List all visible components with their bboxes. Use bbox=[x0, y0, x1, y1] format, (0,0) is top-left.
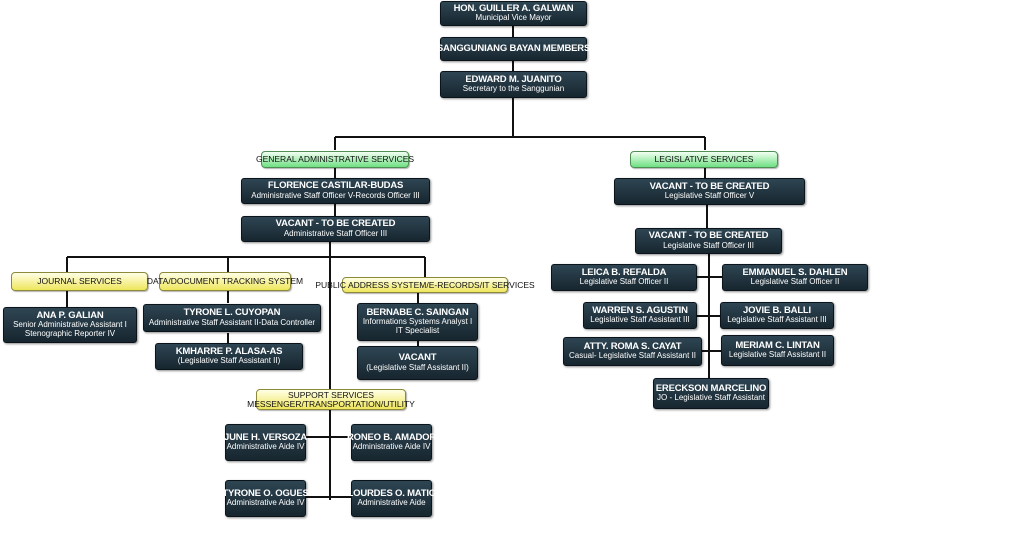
position-title: Legislative Staff Assistant III bbox=[590, 315, 690, 325]
journal-services-header: JOURNAL SERVICES bbox=[11, 272, 148, 291]
leg-officer-iii-box: VACANT - TO BE CREATED Legislative Staff… bbox=[635, 228, 782, 254]
position-title: Secretary to the Sanggunian bbox=[462, 84, 565, 94]
position-title: IT Specialist bbox=[395, 326, 440, 336]
person-name: ERECKSON MARCELINO bbox=[655, 382, 767, 394]
position-title: Legislative Staff Assistant II bbox=[728, 350, 827, 360]
person-name: ATTY. ROMA S. CAYAT bbox=[583, 340, 682, 352]
header-label: SUPPORT SERVICES bbox=[288, 389, 374, 400]
person-name: RONEO B. AMADOR bbox=[347, 431, 437, 443]
tracking-staff-1-box: TYRONE L. CUYOPAN Administrative Staff A… bbox=[143, 304, 321, 332]
leg-staff-4-box: JOVIE B. BALLI Legislative Staff Assista… bbox=[720, 302, 834, 329]
pa-staff-1-box: BERNABE C. SAINGAN Informations Systems … bbox=[357, 303, 478, 341]
support-aide-2-box: RONEO B. AMADOR Administrative Aide IV bbox=[347, 424, 436, 461]
position-title: Administrative Aide IV bbox=[352, 442, 431, 452]
position-title: Administrative Aide bbox=[357, 498, 426, 508]
position-title: Casual- Legislative Staff Assistant II bbox=[568, 351, 697, 361]
support-services-header: SUPPORT SERVICES MESSENGER/TRANSPORTATIO… bbox=[247, 389, 415, 410]
position-title: JO - Legislative Staff Assistant bbox=[657, 393, 765, 403]
admin-officer-iii-box: VACANT - TO BE CREATED Administrative St… bbox=[241, 216, 430, 242]
person-name: EMMANUEL S. DAHLEN bbox=[742, 266, 848, 278]
person-name: VACANT bbox=[398, 352, 437, 364]
person-name: BERNABE C. SAINGAN bbox=[366, 306, 469, 318]
vice-mayor-box: HON. GUILLER A. GALWAN Municipal Vice Ma… bbox=[440, 1, 587, 26]
sb-members-box: SANGGUNIANG BAYAN MEMBERS bbox=[436, 37, 591, 61]
position-title: Administrative Staff Assistant II-Data C… bbox=[148, 317, 316, 327]
admin-officer-v-box: FLORENCE CASTILAR-BUDAS Administrative S… bbox=[241, 178, 430, 204]
position-title: Stenographic Reporter IV bbox=[24, 329, 116, 339]
support-aide-4-box: LOURDES O. MATIC Administrative Aide bbox=[348, 480, 436, 517]
position-title: Legislative Staff Officer V bbox=[664, 191, 755, 201]
group-name: SANGGUNIANG BAYAN MEMBERS bbox=[436, 42, 591, 54]
person-name: KMHARRE P. ALASA-AS bbox=[175, 345, 283, 357]
person-name: WARREN S. AGUSTIN bbox=[592, 304, 688, 316]
journal-staff-box: ANA P. GALIAN Senior Administrative Assi… bbox=[3, 307, 137, 343]
position-title: Municipal Vice Mayor bbox=[475, 13, 552, 23]
header-label: DATA/DOCUMENT TRACKING SYSTEM bbox=[146, 276, 304, 287]
person-name: TYRONE O. OGUES bbox=[222, 487, 309, 499]
header-sublabel: MESSENGER/TRANSPORTATION/UTILITY bbox=[247, 398, 415, 409]
position-title: Administrative Aide IV bbox=[226, 442, 305, 452]
leg-staff-6-box: MERIAM C. LINTAN Legislative Staff Assis… bbox=[721, 335, 834, 366]
person-name: HON. GUILLER A. GALWAN bbox=[453, 2, 574, 14]
person-name: FLORENCE CASTILAR-BUDAS bbox=[267, 180, 404, 192]
tracking-staff-2-box: KMHARRE P. ALASA-AS (Legislative Staff A… bbox=[155, 343, 303, 370]
support-aide-1-box: JUNE H. VERSOZA Administrative Aide IV bbox=[223, 424, 308, 461]
position-title: Legislative Staff Officer II bbox=[750, 277, 840, 287]
position-title: Legislative Staff Officer III bbox=[663, 240, 754, 250]
position-title: Senior Administrative Assistant I bbox=[13, 320, 127, 330]
person-name: VACANT - TO BE CREATED bbox=[648, 230, 769, 242]
person-name: EDWARD M. JUANITO bbox=[465, 73, 562, 85]
pa-system-header: PUBLIC ADDRESS SYSTEM/E-RECORDS/IT SERVI… bbox=[315, 277, 535, 293]
person-name: JUNE H. VERSOZA bbox=[223, 431, 308, 443]
pa-staff-2-box: VACANT (Legislative Staff Assistant II) bbox=[357, 346, 478, 380]
leg-staff-2-box: EMMANUEL S. DAHLEN Legislative Staff Off… bbox=[722, 264, 868, 291]
leg-officer-v-box: VACANT - TO BE CREATED Legislative Staff… bbox=[614, 178, 805, 205]
position-title: (Legislative Staff Assistant II) bbox=[177, 356, 281, 366]
position-title: Administrative Staff Officer III bbox=[283, 228, 388, 238]
leg-staff-1-box: LEICA B. REFALDA Legislative Staff Offic… bbox=[551, 264, 697, 291]
position-title: Legislative Staff Assistant III bbox=[727, 315, 827, 325]
header-label: JOURNAL SERVICES bbox=[37, 276, 122, 287]
person-name: ANA P. GALIAN bbox=[36, 309, 104, 321]
person-name: TYRONE L. CUYOPAN bbox=[183, 307, 281, 319]
position-title: (Legislative Staff Assistant II) bbox=[366, 362, 469, 372]
position-title: Administrative Staff Officer V-Records O… bbox=[251, 190, 420, 200]
leg-staff-5-box: ATTY. ROMA S. CAYAT Casual- Legislative … bbox=[563, 337, 702, 366]
position-title: Administrative Aide IV bbox=[226, 498, 305, 508]
legislative-services-header: LEGISLATIVE SERVICES bbox=[630, 151, 778, 168]
support-aide-3-box: TYRONE O. OGUES Administrative Aide IV bbox=[222, 480, 309, 517]
secretary-box: EDWARD M. JUANITO Secretary to the Sangg… bbox=[440, 71, 587, 98]
position-title: Informations Systems Analyst I bbox=[362, 317, 473, 327]
header-label: PUBLIC ADDRESS SYSTEM/E-RECORDS/IT SERVI… bbox=[315, 279, 535, 290]
tracking-system-header: DATA/DOCUMENT TRACKING SYSTEM bbox=[147, 272, 303, 291]
leg-staff-3-box: WARREN S. AGUSTIN Legislative Staff Assi… bbox=[583, 302, 697, 329]
position-title: Legislative Staff Officer II bbox=[579, 277, 669, 287]
header-label: LEGISLATIVE SERVICES bbox=[654, 154, 754, 165]
person-name: MERIAM C. LINTAN bbox=[735, 339, 820, 351]
person-name: VACANT - TO BE CREATED bbox=[649, 180, 770, 192]
admin-services-header: GENERAL ADMINISTRATIVE SERVICES bbox=[256, 151, 414, 168]
header-label: GENERAL ADMINISTRATIVE SERVICES bbox=[255, 154, 415, 165]
leg-staff-7-box: ERECKSON MARCELINO JO - Legislative Staf… bbox=[653, 378, 769, 409]
person-name: JOVIE B. BALLI bbox=[743, 304, 811, 316]
person-name: LOURDES O. MATIC bbox=[347, 487, 436, 499]
person-name: LEICA B. REFALDA bbox=[581, 266, 667, 278]
person-name: VACANT - TO BE CREATED bbox=[275, 218, 396, 230]
